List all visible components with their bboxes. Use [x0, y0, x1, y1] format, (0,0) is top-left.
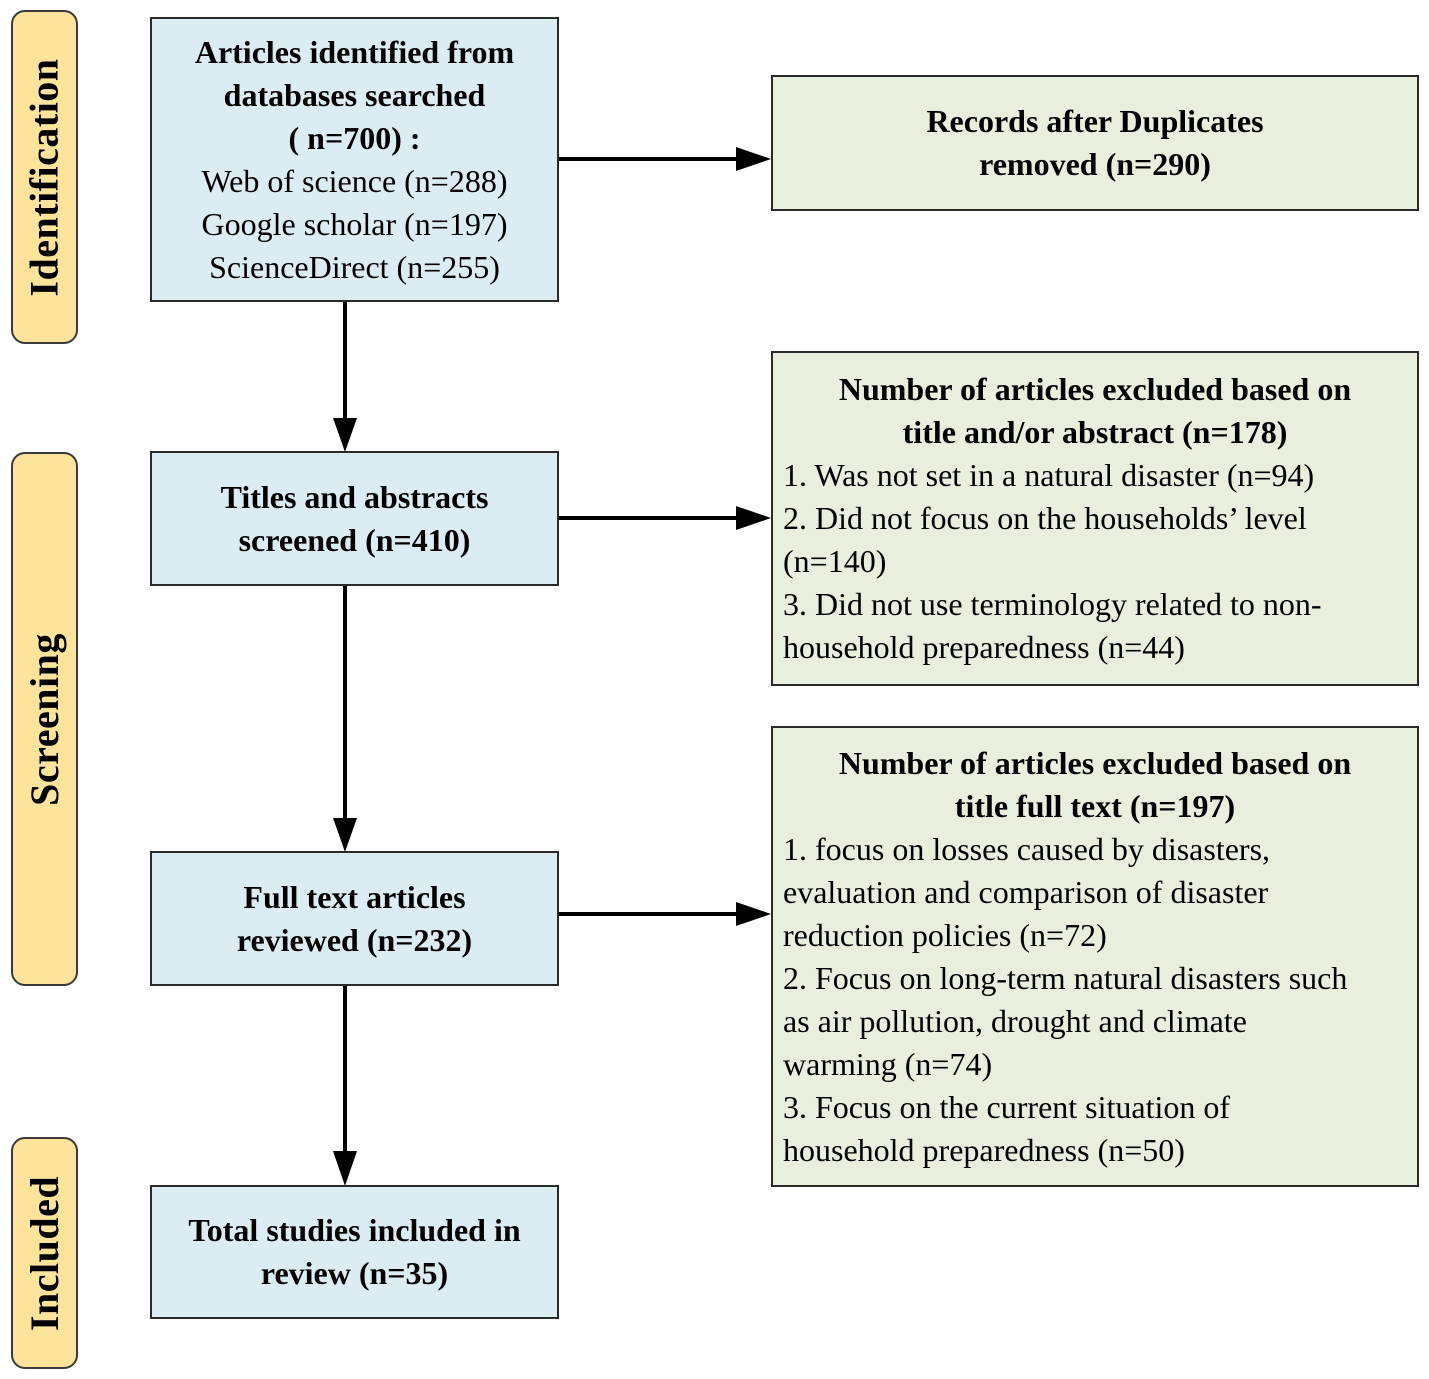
box-full-text-reviewed: Full text articles reviewed (n=232)	[150, 851, 559, 986]
source-web-of-science: Web of science (n=288)	[201, 162, 508, 199]
arrowhead-down-3	[333, 1151, 357, 1186]
excluded-full-item: 1. focus on losses caused by disasters,	[783, 830, 1271, 867]
screened-line: Titles and abstracts	[220, 478, 489, 515]
arrowhead-down-2	[333, 818, 357, 852]
arrowhead-right-2	[736, 506, 771, 530]
arrowhead-right-1	[736, 147, 771, 171]
included-line: Total studies included in	[188, 1212, 521, 1248]
excluded-full-item: household preparedness (n=50)	[783, 1131, 1185, 1168]
excluded-full-item: 3. Focus on the current situation of	[783, 1088, 1231, 1125]
duplicates-line: removed (n=290)	[979, 146, 1211, 182]
box-titles-screened: Titles and abstracts screened (n=410)	[150, 451, 559, 586]
arrowhead-down-1	[333, 418, 357, 452]
excluded-full-item: 2. Focus on long-term natural disasters …	[783, 959, 1348, 996]
stage-included: Included	[11, 1137, 78, 1369]
stage-screening: Screening	[11, 452, 78, 986]
excluded-full-item: warming (n=74)	[783, 1045, 993, 1082]
box-duplicates-removed: Records after Duplicates removed (n=290)	[771, 75, 1419, 211]
excluded-full-item: as air pollution, drought and climate	[783, 1002, 1247, 1039]
excluded-title-item: 3. Did not use terminology related to no…	[783, 586, 1322, 622]
identified-title-line: Articles identified from	[194, 33, 515, 70]
excluded-title-item: 1. Was not set in a natural disaster (n=…	[783, 457, 1315, 493]
full-text-line: reviewed (n=232)	[236, 921, 473, 958]
source-google-scholar: Google scholar (n=197)	[201, 205, 508, 242]
excluded-title-item: (n=140)	[783, 543, 887, 579]
box-excluded-title-abstract: Number of articles excluded based on tit…	[771, 351, 1419, 686]
full-text-line: Full text articles	[243, 878, 466, 915]
excluded-full-item: evaluation and comparison of disaster	[783, 873, 1269, 910]
duplicates-line: Records after Duplicates	[926, 103, 1264, 139]
excluded-title-item: household preparedness (n=44)	[783, 629, 1185, 665]
included-line: review (n=35)	[260, 1255, 449, 1291]
excluded-title-heading: Number of articles excluded based on	[838, 371, 1352, 407]
excluded-title-heading: title and/or abstract (n=178)	[902, 414, 1288, 450]
identified-title-line: ( n=700) :	[288, 119, 421, 156]
excluded-full-item: reduction policies (n=72)	[783, 916, 1107, 953]
box-articles-identified: Articles identified from databases searc…	[150, 17, 559, 302]
source-sciencedirect: ScienceDirect (n=255)	[209, 248, 500, 285]
identified-title-line: databases searched	[223, 76, 486, 113]
box-excluded-full-text: Number of articles excluded based on tit…	[771, 726, 1419, 1187]
excluded-title-item: 2. Did not focus on the households’ leve…	[783, 500, 1307, 536]
stage-identification: Identification	[11, 10, 78, 344]
screened-line: screened (n=410)	[238, 521, 471, 558]
excluded-full-heading: title full text (n=197)	[954, 787, 1236, 824]
arrowhead-right-3	[736, 902, 771, 926]
excluded-full-heading: Number of articles excluded based on	[838, 744, 1352, 781]
box-total-included: Total studies included in review (n=35)	[150, 1185, 559, 1319]
